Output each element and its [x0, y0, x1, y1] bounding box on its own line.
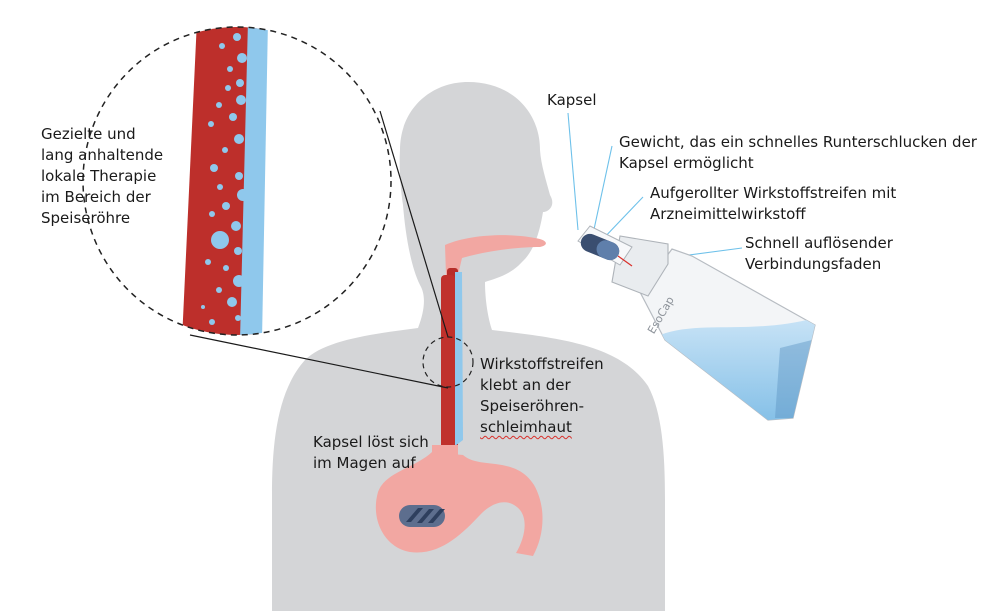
stomach-capsule-icon [399, 505, 445, 527]
thread-label: Schnell auflösender Verbindungsfaden [745, 234, 893, 273]
zoom-projection-lines [189, 110, 449, 389]
stomach-icon [375, 452, 543, 556]
zoom-circle-icon [82, 26, 392, 336]
esophagus-icon [432, 268, 463, 463]
stomach-label: Kapsel löst sich im Magen auf [313, 433, 429, 472]
capsule-label: Kapsel [547, 91, 597, 109]
zoom-callout-label: Gezielte und lang anhaltende lokale Ther… [41, 125, 164, 227]
mucosa-label: Wirkstoffstreifen klebt an der Speiseröh… [480, 355, 604, 436]
weight-label: Gewicht, das ein schnelles Runterschluck… [619, 133, 977, 172]
body-silhouette-icon [272, 82, 665, 611]
mouth-icon [445, 235, 546, 275]
strip-label: Aufgerollter Wirkstoffstreifen mit Arzne… [650, 184, 897, 223]
